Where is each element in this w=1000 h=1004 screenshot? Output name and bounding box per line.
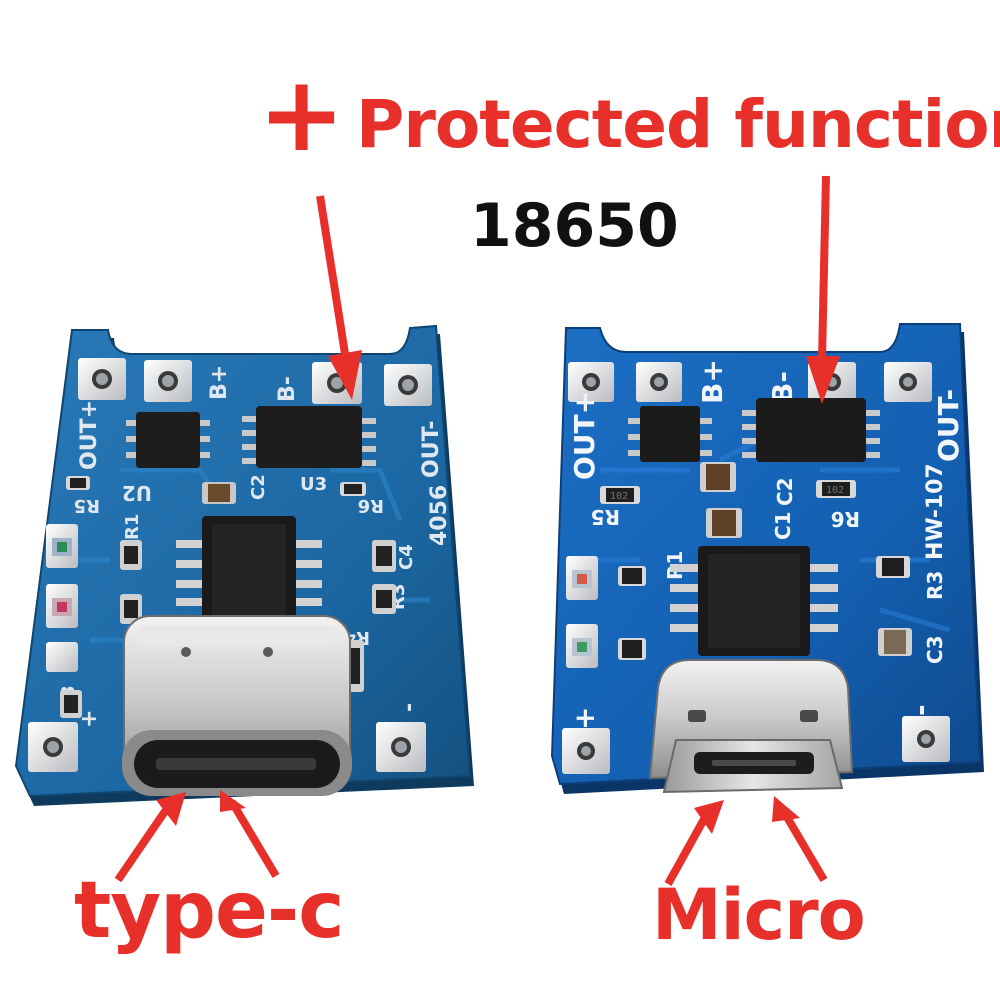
right-c2-label: C2 xyxy=(773,477,797,506)
callout-arrows xyxy=(114,175,840,886)
arrow-left-protected xyxy=(328,350,362,400)
left-pad-label-bminus: B- xyxy=(275,376,300,402)
right-model-label: HW-107 xyxy=(923,463,948,560)
left-r1-label: R1 xyxy=(122,514,143,540)
arrow-typec-left xyxy=(156,792,186,826)
left-u3-label: U3 xyxy=(300,474,327,495)
type-c-label: type-c xyxy=(74,866,344,956)
right-plus-label: + xyxy=(568,707,601,730)
left-minus-label: - xyxy=(397,703,422,712)
right-top-pads xyxy=(568,362,932,402)
micro-label: Micro xyxy=(652,874,866,956)
right-c1-label: C1 xyxy=(771,511,795,540)
right-r5-label: R5 xyxy=(591,505,620,529)
left-out-plus-label: OUT+ xyxy=(77,400,102,470)
left-c2-label: C2 xyxy=(248,474,269,500)
right-chip-small xyxy=(628,406,712,462)
arrow-micro-left xyxy=(694,800,724,834)
left-pad-label-bplus: B+ xyxy=(207,365,232,400)
left-out-minus-label: OUT- xyxy=(419,421,444,478)
right-r6-label: R6 xyxy=(831,507,860,531)
right-smd-102-left: 102 xyxy=(610,491,628,502)
type-c-connector xyxy=(122,615,352,796)
right-chip-protection xyxy=(742,398,880,462)
battery-model: 18650 xyxy=(470,191,679,261)
micro-usb-connector xyxy=(648,659,854,794)
right-minus-label: - xyxy=(904,704,937,716)
left-r6-label: R6 xyxy=(358,495,384,516)
left-charger-chip xyxy=(176,516,322,626)
arrow-right-protected xyxy=(806,356,840,404)
arrow-typec-right xyxy=(220,790,246,812)
right-out-minus-label: OUT- xyxy=(932,389,965,462)
left-chip-number: 4056 xyxy=(427,485,452,546)
right-c3-label: C3 xyxy=(923,635,947,664)
arrow-micro-right xyxy=(772,796,800,822)
left-chip-u2 xyxy=(126,412,210,468)
right-board: B+ B- OUT+ OUT- R5 C1 C2 R6 HW-107 R1 R3… xyxy=(550,323,984,794)
right-smd-102-right: 102 xyxy=(826,485,844,496)
right-led-pads xyxy=(566,556,598,668)
plus-symbol: + xyxy=(258,53,346,175)
left-board: B+ B- OUT+ OUT- U2 U3 4056 R5 R1 R6 C2 C… xyxy=(14,324,474,806)
right-out-plus-label: OUT+ xyxy=(568,391,601,480)
left-led-pads xyxy=(46,524,78,672)
right-pad-label-bplus: B+ xyxy=(696,359,729,404)
right-r3-label: R3 xyxy=(923,571,947,600)
left-plus-label: + xyxy=(77,710,102,728)
right-charger-chip xyxy=(670,546,838,656)
left-chip-u3 xyxy=(242,406,376,468)
left-r5-label: R5 xyxy=(74,495,100,516)
headline-title: Protected function xyxy=(356,86,1000,163)
left-c4-label: C4 xyxy=(396,544,417,570)
left-u2-label: U2 xyxy=(122,481,152,505)
